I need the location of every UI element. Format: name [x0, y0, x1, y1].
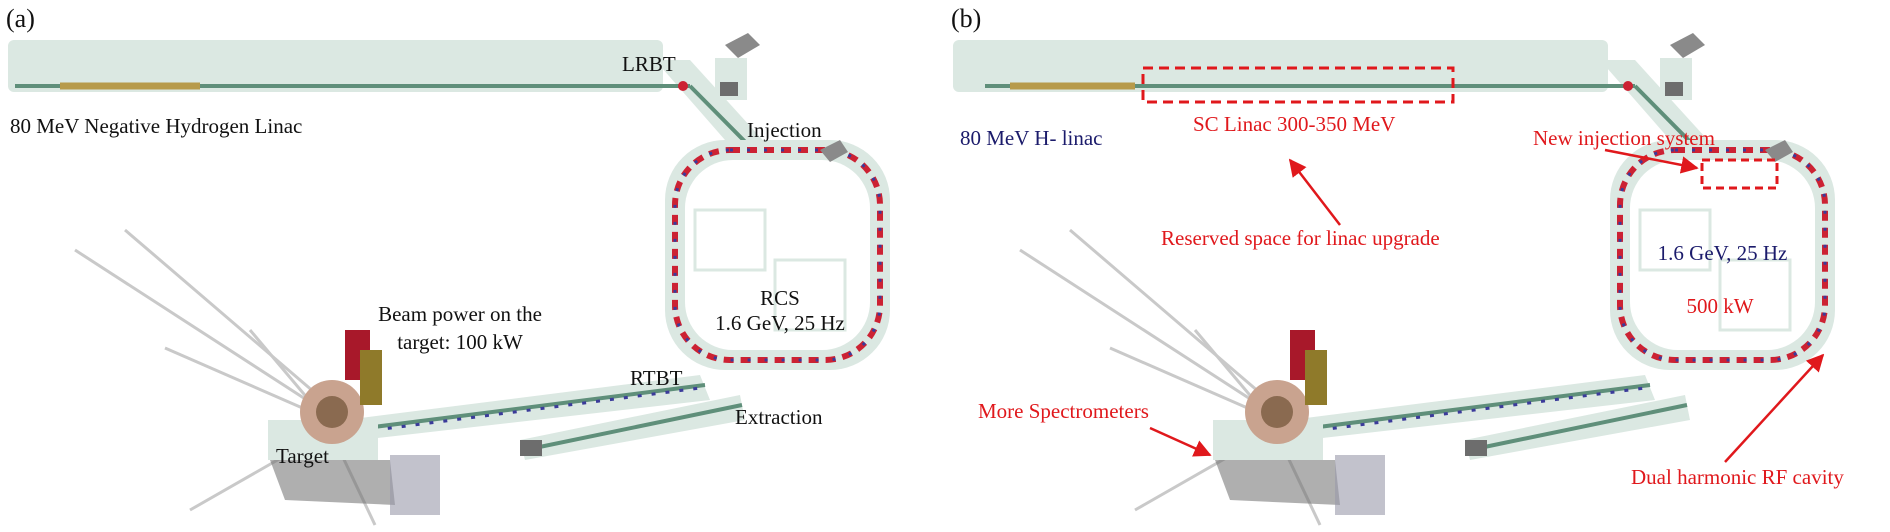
arrow-reserved [1288, 158, 1341, 226]
sc-linac-box [1141, 66, 1455, 104]
lrbt-label: LRBT [622, 52, 676, 76]
rcs-ring [672, 147, 883, 363]
dual-rf-label: Dual harmonic RF cavity [1631, 465, 1844, 489]
dump-block [725, 33, 760, 58]
panel-label-b: (b) [951, 4, 982, 33]
rtbt-beamline [349, 383, 706, 432]
rcs-params-label: 1.6 GeV, 25 Hz [715, 311, 845, 335]
target-label: Target [276, 444, 329, 468]
reserved-space-label: Reserved space for linac upgrade [1161, 226, 1440, 250]
rcs-label: RCS [760, 286, 800, 310]
injection-dump [820, 140, 848, 162]
beam-power-line1: Beam power on the [378, 302, 542, 326]
facility-layout-a [8, 33, 890, 526]
beam-power-line2: target: 100 kW [397, 330, 523, 354]
linac-tunnel [8, 40, 663, 92]
extraction-label: Extraction [735, 405, 823, 429]
rcs-params-label-b: 1.6 GeV, 25 Hz [1657, 241, 1788, 265]
panel-a: (a) 80 MeV Negative Hydrogen Linac LRBT … [6, 4, 890, 526]
spectrometers-label: More Spectrometers [978, 399, 1149, 423]
arrow-spectrometers [1149, 426, 1212, 457]
power-label: 500 kW [1686, 294, 1754, 318]
facility-layout-b [953, 33, 1835, 526]
new-injection-label: New injection system [1533, 126, 1715, 150]
panel-b: (b) 80 MeV H- linac SC Linac 300-350 MeV… [945, 0, 1890, 532]
linac-label-b: 80 MeV H- linac [960, 126, 1103, 150]
panel-label-a: (a) [6, 4, 35, 33]
linac-label: 80 MeV Negative Hydrogen Linac [10, 114, 303, 138]
arrow-injection [1604, 148, 1699, 174]
arrow-dual-rf [1724, 353, 1825, 463]
injection-label: Injection [747, 118, 822, 142]
rtbt-label: RTBT [630, 366, 683, 390]
sc-linac-label: SC Linac 300-350 MeV [1193, 112, 1396, 136]
